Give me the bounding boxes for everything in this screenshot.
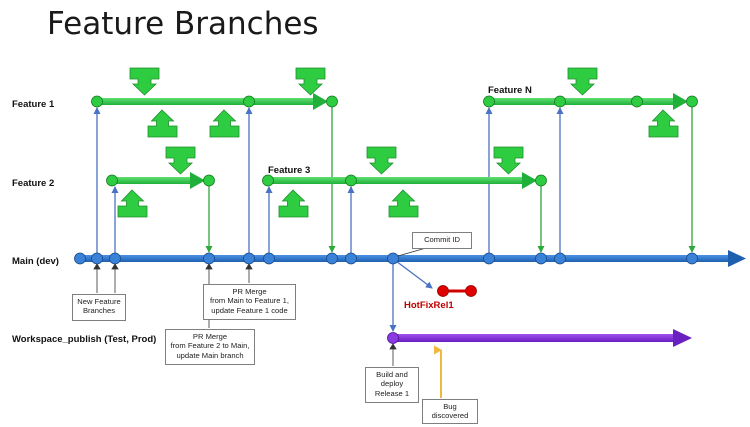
main-branch-arrow bbox=[80, 250, 746, 267]
hotfix-commit-node bbox=[437, 285, 449, 297]
main-commit-node bbox=[91, 252, 103, 265]
callout-pr-merge-feature2-to-main: PR Merge from Feature 2 to Main, update … bbox=[165, 329, 255, 365]
main-commit-node bbox=[263, 252, 275, 265]
main-commit-node bbox=[387, 252, 399, 265]
hotfix-branch bbox=[437, 285, 477, 297]
feature3-commit-node bbox=[345, 174, 357, 187]
down-arrow-icon bbox=[567, 67, 598, 96]
main-commit-node bbox=[686, 252, 698, 265]
feature1-commit-node bbox=[243, 95, 255, 108]
featureN-commit-node bbox=[686, 95, 698, 108]
feature2-commit-node bbox=[106, 174, 118, 187]
publish-branch-arrow bbox=[393, 329, 692, 347]
publish-commit-node bbox=[387, 332, 399, 344]
feature1-commit-node bbox=[326, 95, 338, 108]
main-commit-node bbox=[109, 252, 121, 265]
down-arrow-icon bbox=[366, 146, 397, 175]
main-commit-node bbox=[203, 252, 215, 265]
feature2-commit-node bbox=[203, 174, 215, 187]
lane-label-feature-2: Feature 2 bbox=[12, 178, 54, 189]
branch-label-feature-3: Feature 3 bbox=[268, 165, 310, 176]
down-arrow-icon bbox=[129, 67, 160, 96]
feature2-branch-arrow bbox=[112, 172, 205, 189]
feature3-commit-node bbox=[262, 174, 274, 187]
featureN-commit-node bbox=[631, 95, 643, 108]
up-arrow-icon bbox=[648, 109, 679, 138]
feature3-commit-node bbox=[535, 174, 547, 187]
callout-new-feature-branches: New Feature Branches bbox=[72, 294, 126, 321]
callout-build-deploy: Build and deploy Release 1 bbox=[365, 367, 419, 403]
feature1-commit-node bbox=[91, 95, 103, 108]
page-title: Feature Branches bbox=[47, 6, 319, 42]
featureN-commit-node bbox=[554, 95, 566, 108]
branch-out-connectors bbox=[93, 107, 564, 332]
up-arrow-icon bbox=[278, 189, 309, 218]
main-commit-node bbox=[345, 252, 357, 265]
featureN-commit-node bbox=[483, 95, 495, 108]
up-arrow-icon bbox=[209, 109, 240, 138]
up-arrow-icon bbox=[117, 189, 148, 218]
down-arrow-icon bbox=[295, 67, 326, 96]
main-commit-node bbox=[554, 252, 566, 265]
feature3-branch-arrow bbox=[268, 172, 537, 189]
main-commit-node bbox=[326, 252, 338, 265]
callout-commit-id: Commit ID bbox=[412, 232, 472, 249]
lane-label-main: Main (dev) bbox=[12, 256, 59, 267]
feature1-branch-arrow bbox=[97, 93, 328, 110]
lane-label-publish: Workspace_publish (Test, Prod) bbox=[12, 334, 156, 345]
up-arrow-icon bbox=[388, 189, 419, 218]
down-arrow-icon bbox=[165, 146, 196, 175]
main-commit-nodes bbox=[74, 252, 698, 265]
hotfix-commit-node bbox=[465, 285, 477, 297]
up-arrow-icons bbox=[117, 109, 679, 218]
featureN-branch-arrow bbox=[489, 93, 688, 110]
down-arrow-icon bbox=[493, 146, 524, 175]
main-commit-node bbox=[483, 252, 495, 265]
up-arrow-icon bbox=[147, 109, 178, 138]
lane-label-feature-1: Feature 1 bbox=[12, 99, 55, 110]
callout-pr-merge-main-to-feature1: PR Merge from Main to Feature 1, update … bbox=[203, 284, 296, 320]
down-arrow-icons bbox=[129, 67, 598, 175]
branch-label-feature-n: Feature N bbox=[488, 85, 532, 96]
callout-bug-discovered: Bug discovered bbox=[422, 399, 478, 424]
main-commit-node bbox=[535, 252, 547, 265]
feature-commit-nodes bbox=[91, 95, 698, 187]
connector-main-to-hotfix bbox=[395, 260, 433, 289]
main-commit-node bbox=[243, 252, 255, 265]
main-commit-node bbox=[74, 252, 86, 265]
branch-label-hotfix: HotFixRel1 bbox=[404, 300, 454, 311]
